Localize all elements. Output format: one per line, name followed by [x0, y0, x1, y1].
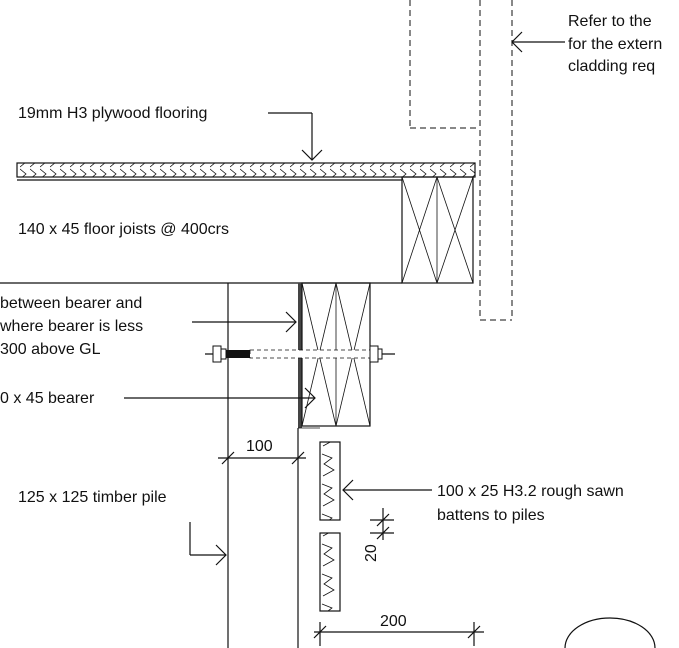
- plywood-label: 19mm H3 plywood flooring: [18, 105, 207, 122]
- joists-label: 140 x 45 floor joists @ 400crs: [18, 221, 229, 238]
- dpc-label-line3: 300 above GL: [0, 341, 101, 358]
- dimension-200-label: 200: [380, 613, 407, 630]
- batten-upper: [319, 441, 341, 521]
- dpc-leader: [192, 311, 297, 333]
- dimension-100: [218, 451, 306, 465]
- external-wall-outline: [409, 0, 513, 321]
- battens-leader: [342, 479, 432, 501]
- plywood-leader: [268, 112, 323, 161]
- dpc-label-line2: where bearer is less: [0, 318, 143, 335]
- pile-leader: [189, 522, 227, 566]
- dimension-200: [313, 622, 484, 646]
- dimension-100-label: 100: [246, 438, 273, 455]
- refer-label-line3: cladding req: [568, 58, 655, 75]
- edge-joist: [401, 176, 474, 284]
- refer-label-line2: for the extern: [568, 36, 662, 53]
- batten-lower: [319, 532, 341, 612]
- bearer-label: 0 x 45 bearer: [0, 390, 95, 407]
- pile-label: 125 x 125 timber pile: [18, 489, 167, 506]
- timber-pile-outline: [227, 283, 299, 648]
- dimension-20-label: 20: [363, 544, 380, 562]
- dpc-label-line1: between bearer and: [0, 295, 142, 312]
- battens-label-line1: 100 x 25 H3.2 rough sawn: [437, 483, 624, 500]
- refer-label-line1: Refer to the: [568, 13, 652, 30]
- bearer-leader: [124, 387, 316, 409]
- dimension-20: [370, 508, 394, 540]
- battens-label-line2: battens to piles: [437, 507, 545, 524]
- bolt: [205, 345, 395, 363]
- detail-callout-circle: [564, 617, 656, 648]
- refer-leader: [511, 31, 565, 53]
- plywood-flooring: [16, 162, 476, 181]
